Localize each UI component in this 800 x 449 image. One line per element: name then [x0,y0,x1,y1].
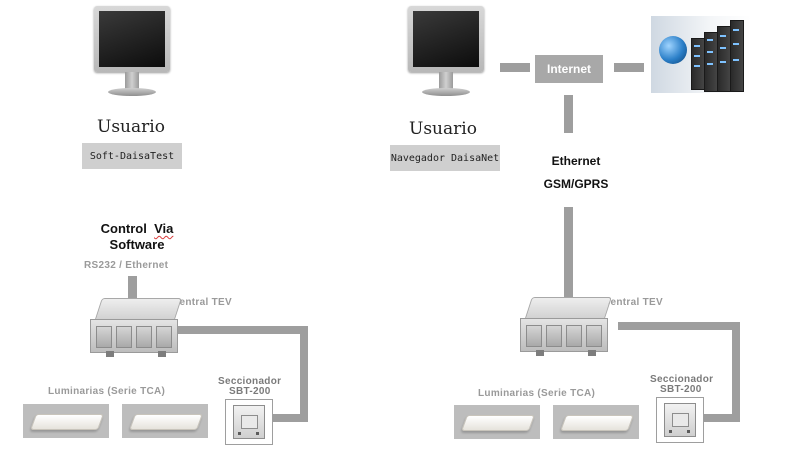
left-central-tev-icon [88,298,182,360]
left-link-label: RS232 / Ethernet [84,260,169,271]
internet-down-connector [564,95,573,133]
left-connector-down [300,326,308,422]
left-connector-horizontal [178,326,308,334]
left-connector-vertical [128,276,137,302]
right-luminaire-1 [454,405,540,439]
monitor-to-internet-connector [500,63,530,72]
luminaire-icon [461,415,535,431]
left-control-label: Control Via Software [82,221,192,253]
luminaire-icon [30,414,104,430]
left-seccionador-icon [225,399,273,445]
right-central-tev-icon [518,297,612,359]
globe-icon [659,36,687,64]
left-seccionador-model: SBT-200 [229,386,271,397]
right-central-label: Central TEV [603,297,663,308]
right-connector-vertical [564,207,573,299]
ethernet-label: Ethernet [551,154,601,168]
luminaire-icon [129,414,203,430]
via-word: Via [154,221,174,236]
control-word: Control [100,221,147,236]
left-central-label: Central TEV [172,297,232,308]
right-luminaire-2 [553,405,639,439]
right-seccionador-label: Seccionador [650,374,714,385]
right-seccionador-model: SBT-200 [660,384,702,395]
software-word: Software [109,237,165,252]
server-rack-icon [651,16,751,93]
right-browser-box: Navegador DaisaNet [390,145,500,171]
left-seccionador-label: Seccionador [218,376,282,387]
left-luminaire-1 [23,404,109,438]
right-connector-horizontal [618,322,740,330]
left-luminaire-2 [122,404,208,438]
luminaire-icon [560,415,634,431]
internet-box: Internet [535,55,603,83]
left-luminarias-label: Luminarias (Serie TCA) [48,386,166,397]
right-user-label: Usuario [409,119,477,139]
right-connector-down [732,322,740,422]
monitor-icon [94,6,170,98]
right-connector-to-switch [702,414,740,422]
right-luminarias-label: Luminarias (Serie TCA) [478,388,596,399]
left-user-label: Usuario [97,117,165,137]
monitor-icon [408,6,484,98]
left-connector-to-switch [272,414,308,422]
gsm-gprs-label: GSM/GPRS [543,177,609,191]
left-software-box: Soft-DaisaTest [82,143,182,169]
internet-to-server-connector [614,63,644,72]
right-seccionador-icon [656,397,704,443]
